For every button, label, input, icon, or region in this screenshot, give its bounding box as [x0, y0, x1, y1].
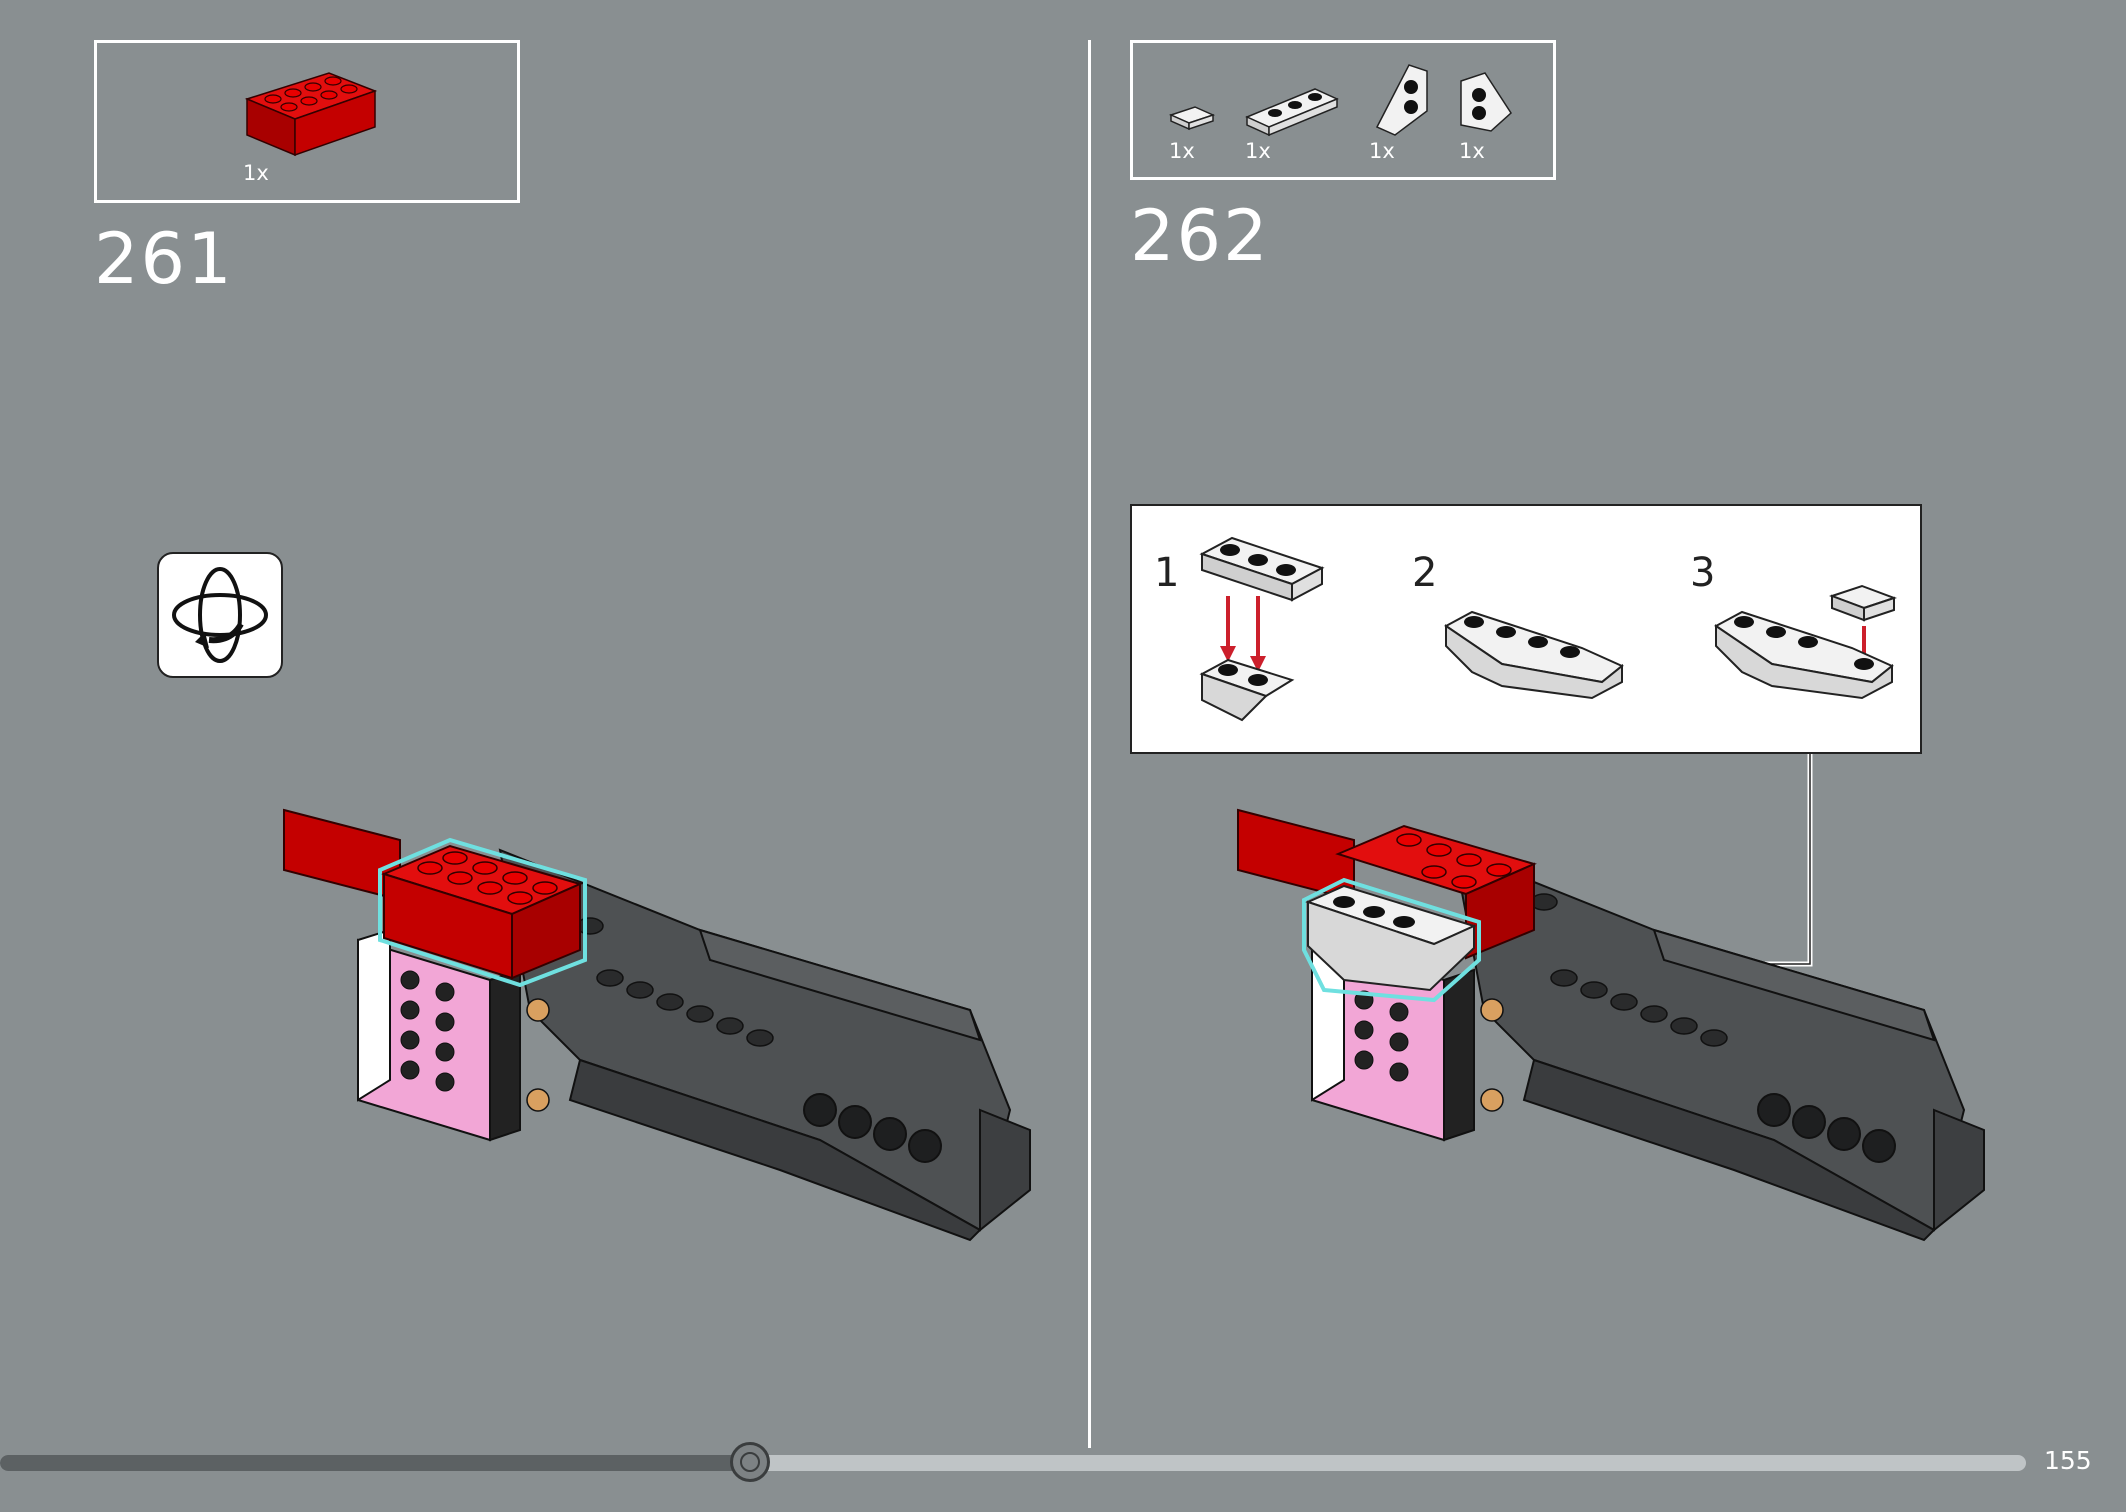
rotate-model-button	[157, 552, 283, 678]
step-number-262: 262	[1130, 195, 1270, 277]
sub-step-2-illustration	[1444, 610, 1624, 700]
sub-step-3-illustration	[1714, 584, 1897, 700]
parts-list-box-261: 1x	[94, 40, 520, 203]
part-qty: 1x	[1169, 139, 1195, 163]
model-illustration-262	[1237, 808, 1985, 1242]
red-brick-2x4-icon	[244, 72, 378, 157]
sub-step-3-label: 3	[1690, 550, 1716, 596]
rotate-model-icon	[172, 567, 268, 663]
part-qty: 1x	[243, 161, 269, 185]
progress-fill	[0, 1455, 750, 1471]
progress-slider-handle[interactable]	[729, 1442, 770, 1482]
page-divider	[1088, 40, 1091, 1448]
step-number-261: 261	[94, 218, 234, 300]
white-tile-1x1-icon	[1168, 106, 1216, 131]
page-number: 155	[2044, 1446, 2092, 1475]
sub-step-1-illustration	[1199, 536, 1325, 722]
white-plate-1x3-icon	[1245, 88, 1339, 137]
part-qty: 1x	[1245, 139, 1271, 163]
sub-step-1-label: 1	[1154, 550, 1180, 596]
part-qty: 1x	[1459, 139, 1485, 163]
sub-step-2-label: 2	[1412, 550, 1438, 596]
white-wedge-plate-left-icon	[1375, 64, 1428, 136]
model-illustration-261	[283, 808, 1031, 1242]
white-wedge-plate-right-icon	[1460, 72, 1512, 132]
progress-bar[interactable]	[0, 1455, 2026, 1471]
parts-list-box-262: 1x 1x 1x 1x	[1130, 40, 1556, 180]
sub-assembly-panel: 1 2 3	[1130, 504, 1922, 754]
part-qty: 1x	[1369, 139, 1395, 163]
